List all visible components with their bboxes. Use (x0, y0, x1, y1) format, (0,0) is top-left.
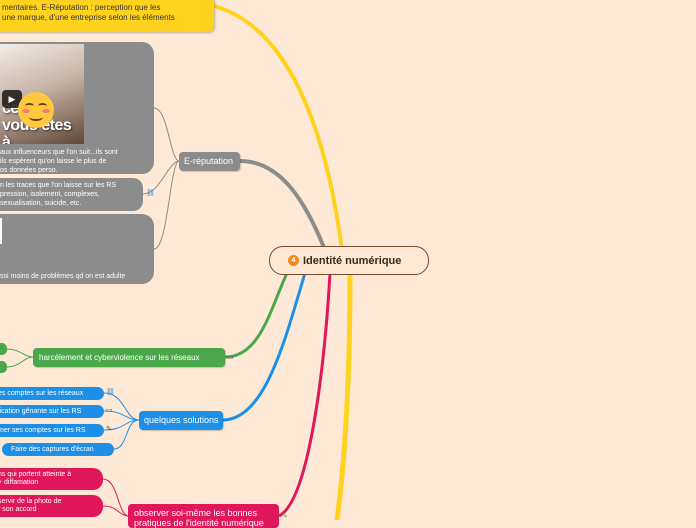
note-card[interactable]: ssi moins de problèmes qd on est adulte (0, 214, 154, 284)
harassment-node[interactable]: harcèlement et cyberviolence sur les rés… (33, 348, 225, 367)
edge-grey-note (153, 160, 180, 250)
definition-note[interactable]: mentaires. E-Réputation : perception que… (0, 0, 214, 32)
play-icon[interactable]: ▶ (2, 90, 22, 108)
edge-grey (239, 159, 327, 251)
note-card-attachment (0, 218, 2, 244)
edge-pink (278, 272, 332, 518)
edge-blue (222, 272, 307, 422)
central-topic-title: Identité numérique (303, 254, 402, 267)
edge-grey-traces (142, 160, 180, 195)
edge-grey-video (153, 107, 180, 162)
e-reputation-node[interactable]: E-réputation (179, 152, 240, 171)
solutions-node[interactable]: quelques solutions (139, 411, 223, 430)
edge-yellow-top (213, 4, 344, 251)
video-card[interactable]: ce que vous êtes à Instagram ▶ aux influ… (0, 42, 154, 174)
edge-pink-1 (102, 478, 129, 517)
observe-node[interactable]: observer soi-même les bonnes pratiques d… (128, 504, 279, 528)
link-icon[interactable]: ⛓ (106, 389, 115, 396)
definition-line-1: mentaires. E-Réputation : perception que… (2, 3, 161, 12)
edge-blue-2 (103, 410, 140, 421)
pin-icon[interactable]: ✎ (282, 513, 288, 520)
link-icon[interactable]: ⛓ (146, 190, 155, 197)
solution-item-4[interactable]: Faire des captures d'écran (2, 443, 114, 456)
observe-item-1[interactable]: ns qui portent atteinte à + diffamation (0, 468, 103, 490)
traces-card[interactable]: n les traces que l'on laisse sur les RS … (0, 178, 143, 211)
green-subnode-1[interactable] (0, 343, 7, 355)
edge-blue-1 (103, 392, 140, 421)
solution-item-1[interactable]: es comptes sur les réseaux (0, 387, 104, 400)
video-card-text: aux influenceurs que l'on suit...ils son… (0, 149, 118, 174)
green-subnode-2[interactable] (0, 361, 7, 373)
observe-item-2[interactable]: servir de la photo de r son accord (0, 495, 103, 517)
edge-yellow-bottom (334, 274, 353, 520)
attachment-icon[interactable]: ▭ (106, 407, 113, 414)
edge-green-stub2 (6, 356, 34, 368)
solution-item-3[interactable]: mer ses comptes sur les RS (0, 424, 104, 437)
edge-blue-4 (113, 419, 140, 450)
edge-green (224, 272, 289, 359)
definition-line-2: une marque, d'une entreprise selon les é… (2, 13, 175, 22)
edge-green-stub1 (6, 348, 34, 358)
attachment-icon[interactable]: ▭ (227, 354, 234, 361)
central-topic-node[interactable]: 4 Identité numérique (269, 246, 429, 275)
edge-pink-2 (102, 505, 129, 517)
number-badge-icon: 4 (288, 255, 299, 266)
pin-icon[interactable]: ✎ (106, 426, 112, 433)
solution-item-2[interactable]: lication gênante sur les RS (0, 405, 104, 418)
smiling-blush-emoji-icon (18, 92, 54, 128)
